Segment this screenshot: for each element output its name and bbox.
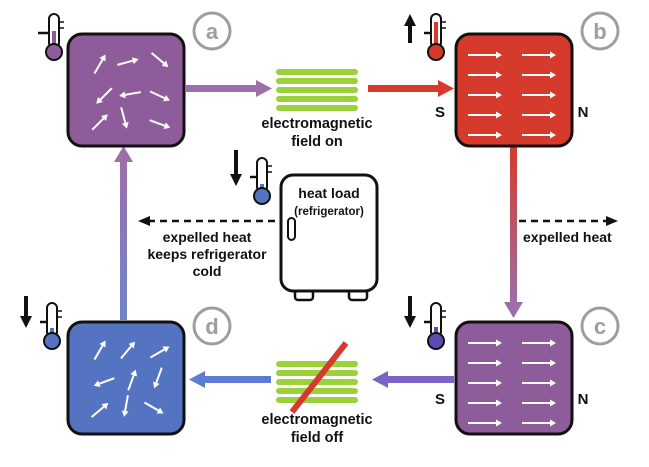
stage-b-box: [454, 32, 574, 148]
stage-a-thermometer-icon: [38, 13, 64, 61]
flow-arrow-d-to-a: [114, 146, 133, 320]
moment-arrow-icon: [117, 57, 139, 66]
moment-arrow-icon: [120, 341, 136, 360]
moment-arrow-icon: [522, 399, 556, 407]
moment-arrow-icon: [522, 111, 556, 119]
moment-arrow-icon: [468, 399, 502, 407]
moment-arrow-icon: [522, 419, 556, 427]
moment-arrow-icon: [121, 394, 129, 417]
moment-arrow-icon: [468, 91, 502, 99]
stage-b-pole-s: S: [435, 104, 445, 121]
moment-arrow-icon: [522, 379, 556, 387]
stage-b-moment-arrows: [468, 51, 556, 139]
stage-c-thermometer-icon: [404, 296, 446, 350]
stage-d-badge: d: [192, 306, 232, 346]
stage-c-badge: c: [580, 306, 620, 346]
stage-c-box: [454, 320, 574, 436]
field-off-coil-icon: [276, 341, 358, 414]
field-on-label-line2: field on: [291, 134, 343, 150]
flow-arrow-c-to-d-left: [189, 371, 271, 388]
refrigerator-thermometer-icon: [230, 150, 272, 205]
stage-a-badge: a: [192, 11, 232, 51]
flow-arrow-b-to-c: [504, 145, 523, 318]
moment-arrow-icon: [522, 71, 556, 79]
moment-arrow-icon: [468, 111, 502, 119]
moment-arrow-icon: [522, 131, 556, 139]
moment-arrow-icon: [522, 359, 556, 367]
moment-arrow-icon: [93, 377, 115, 387]
expelled-heat-left-label-line1: expelled heat: [163, 229, 252, 245]
stage-b-pole-n: N: [578, 104, 589, 121]
moment-arrow-icon: [150, 52, 169, 68]
moment-arrow-icon: [93, 54, 106, 75]
field-on-label-line1: electromagnetic: [261, 116, 372, 132]
expelled-heat-left-label-line2: keeps refrigerator: [147, 246, 267, 262]
expelled-heat-arrow-left: [138, 216, 276, 226]
field-off-label-line1: electromagnetic: [261, 412, 372, 428]
svg-text:c: c: [594, 314, 606, 339]
moment-arrow-icon: [149, 90, 170, 102]
stage-d-thermometer-icon: [20, 296, 62, 350]
moment-arrow-icon: [468, 71, 502, 79]
moment-arrow-icon: [119, 91, 142, 99]
svg-text:a: a: [206, 19, 219, 44]
field-on-coil-icon: [276, 69, 358, 111]
field-off-slash: [289, 341, 349, 414]
moment-arrow-icon: [522, 91, 556, 99]
moment-arrow-icon: [143, 401, 164, 414]
moment-arrow-icon: [153, 367, 163, 389]
expelled-heat-arrow-right: [519, 216, 618, 226]
moment-arrow-icon: [522, 51, 556, 59]
flow-arrow-a-to-b-right: [368, 80, 454, 97]
stage-c-pole-s: S: [435, 391, 445, 408]
svg-text:d: d: [205, 314, 218, 339]
stage-b-badge: b: [580, 11, 620, 51]
moment-arrow-icon: [90, 402, 109, 418]
moment-arrow-icon: [468, 419, 502, 427]
stage-c-pole-n: N: [578, 391, 589, 408]
field-off-label-line2: field off: [291, 430, 344, 446]
moment-arrow-icon: [127, 369, 137, 391]
moment-arrow-icon: [149, 346, 170, 359]
moment-arrow-icon: [468, 131, 502, 139]
heat-load-label: heat load: [298, 185, 359, 201]
stage-d-box: [66, 320, 186, 436]
moment-arrow-icon: [149, 119, 171, 129]
moment-arrow-icon: [120, 107, 129, 129]
moment-arrow-icon: [468, 379, 502, 387]
stage-d-moment-arrows: [90, 340, 170, 418]
refrigerator-icon: [279, 173, 379, 302]
stage-c-moment-arrows: [468, 339, 556, 427]
stage-a-moment-arrows: [91, 52, 171, 131]
stage-a-box: [66, 32, 186, 148]
moment-arrow-icon: [96, 87, 113, 104]
stage-b-thermometer-icon: [404, 13, 446, 61]
svg-text:b: b: [593, 19, 606, 44]
moment-arrow-icon: [468, 51, 502, 59]
flow-arrow-c-to-d-right: [372, 371, 454, 388]
moment-arrow-icon: [93, 340, 106, 361]
moment-arrow-icon: [91, 114, 108, 131]
expelled-heat-right-label: expelled heat: [523, 229, 612, 245]
moment-arrow-icon: [522, 339, 556, 347]
expelled-heat-left-label-line3: cold: [193, 263, 222, 279]
heat-load-sub-label: (refrigerator): [294, 206, 364, 218]
moment-arrow-icon: [468, 339, 502, 347]
flow-arrow-a-to-b-left: [186, 80, 272, 97]
moment-arrow-icon: [468, 359, 502, 367]
